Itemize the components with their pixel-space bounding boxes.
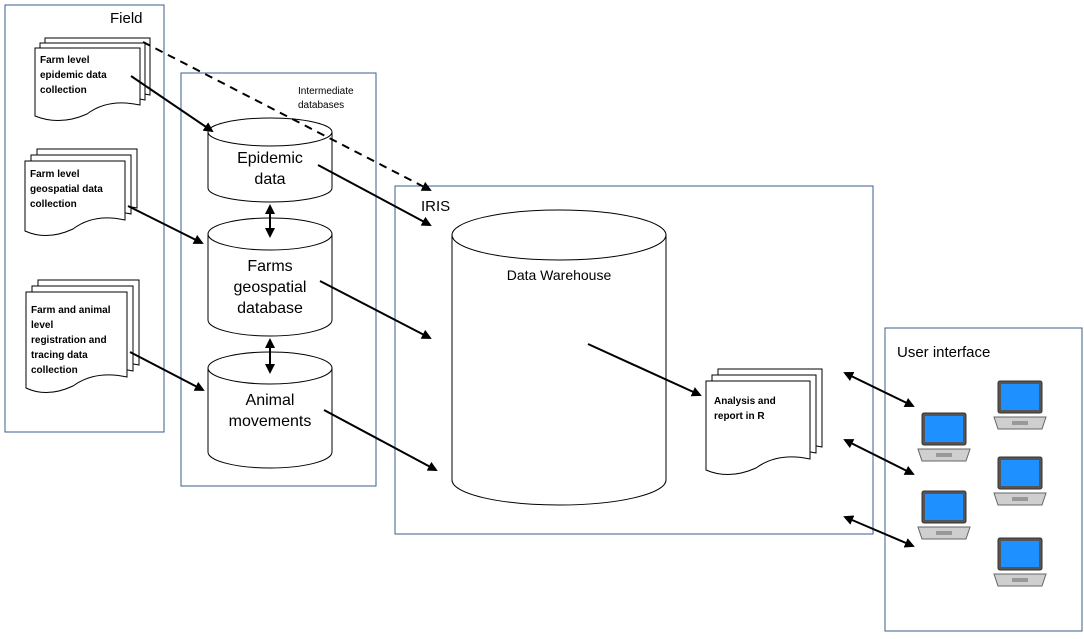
doc-registration-label: Farm and animal level registration and t… — [31, 305, 111, 376]
arrow-registration-doc-to-db — [129, 351, 205, 391]
doc-analysis-report — [705, 368, 823, 475]
cylinder-epidemic-data — [207, 117, 333, 203]
user-interface-box — [884, 327, 1083, 632]
laptop-icon — [993, 380, 1047, 430]
analysis-report-label: Analysis and report in R — [714, 396, 776, 422]
arrow-warehouse-to-report — [587, 343, 702, 397]
arrow-iris-ui-bottom — [843, 515, 915, 548]
laptop-icon — [993, 537, 1047, 587]
intermediate-databases-box — [180, 72, 377, 487]
iris-title: IRIS — [421, 198, 451, 215]
doc-registration-collection — [25, 279, 140, 393]
iris-box — [394, 185, 874, 535]
arrow-iris-ui-middle — [843, 439, 915, 475]
doc-epidemic-label: Farm level epidemic data collection — [40, 55, 107, 96]
arrow-epidemic-to-iris — [317, 164, 432, 226]
cylinder-data-warehouse — [451, 209, 667, 506]
arrow-geospatial-doc-to-db — [127, 205, 204, 244]
field-box — [4, 4, 165, 433]
arrow-iris-ui-top — [843, 371, 915, 408]
laptop-icon — [917, 490, 971, 540]
dashed-arrow-field-to-iris — [142, 41, 432, 191]
data-warehouse-label: Data Warehouse — [506, 267, 612, 283]
doc-geospatial-label: Farm level geospatial data collection — [30, 169, 103, 210]
db-animal-movements-label: Animal movements — [228, 392, 312, 430]
doc-epidemic-collection — [34, 37, 151, 121]
laptop-icon — [917, 412, 971, 462]
arrow-animal-to-iris — [323, 409, 438, 471]
arrow-farms-to-iris — [319, 280, 432, 339]
intermediate-databases-title: Intermediate databases — [298, 86, 354, 111]
arrow-epidemic-doc-to-db — [130, 75, 214, 133]
user-interface-title: User interface — [897, 344, 991, 361]
laptop-icon — [993, 456, 1047, 506]
db-epidemic-label: Epidemic data — [237, 150, 303, 188]
field-title: Field — [110, 10, 143, 27]
db-farms-geospatial-label: Farms geospatial database — [233, 258, 307, 317]
